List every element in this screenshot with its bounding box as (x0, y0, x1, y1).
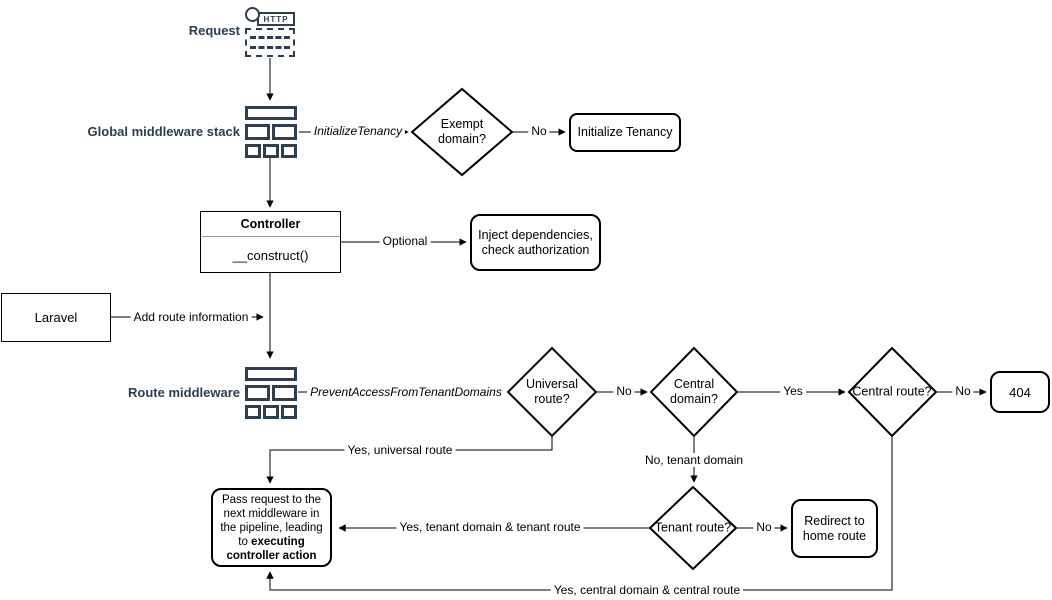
edge-label-initialize-tenancy: InitializeTenancy (310, 124, 406, 138)
middleware-icon-row (245, 367, 297, 381)
middleware-block-icon (281, 144, 297, 158)
middleware-block-icon (272, 385, 297, 401)
middleware-block-icon (245, 106, 297, 120)
dashed-line-icon (250, 45, 290, 49)
edge-label-yes-universal: Yes, universal route (344, 443, 456, 457)
not-found-404-box: 404 (990, 371, 1050, 413)
edge-label-yes-central: Yes, central domain & central route (550, 583, 744, 597)
http-request-icon: HTTP (244, 7, 296, 57)
middleware-block-icon (245, 367, 297, 381)
edge-label-no-central-route: No (952, 384, 974, 398)
middleware-icon-row (245, 124, 297, 140)
central-route-diamond (847, 346, 938, 438)
middleware-icon-row (245, 385, 297, 401)
edge-label-yes-central-domain: Yes (780, 384, 806, 398)
middleware-block-icon (245, 405, 261, 419)
edge-label-yes-tenant: Yes, tenant domain & tenant route (396, 520, 584, 534)
decision-tenant-route: Tenant route? (654, 520, 732, 535)
middleware-block-icon (245, 385, 270, 401)
global-middleware-label: Global middleware stack (87, 124, 240, 139)
decision-universal-route: Universal route? (525, 377, 579, 406)
edge-label-no-exempt: No (528, 124, 550, 138)
http-request-body-icon (245, 28, 295, 57)
pass-request-text-bold: executing controller action (226, 535, 317, 562)
request-label: Request (188, 23, 240, 38)
middleware-block-icon (281, 405, 297, 419)
decision-central-domain: Central domain? (670, 377, 718, 406)
edge-label-optional: Optional (379, 234, 431, 248)
dashed-line-icon (250, 36, 290, 40)
exempt-domain-diamond (410, 87, 514, 177)
middleware-block-icon (272, 124, 297, 140)
route-middleware-stack-icon (245, 367, 297, 419)
decision-central-route: Central route? (852, 384, 932, 399)
controller-box: Controller __construct() (200, 211, 341, 273)
inject-dependencies-box: Inject dependencies, check authorization (470, 214, 601, 271)
middleware-block-icon (263, 144, 279, 158)
laravel-box: Laravel (1, 293, 111, 342)
controller-construct-method: __construct() (232, 247, 309, 263)
decision-exempt-domain: Exempt domain? (438, 117, 486, 146)
tenant-route-diamond (648, 485, 738, 571)
pass-request-text: Pass request to the next middleware in t… (217, 493, 326, 563)
http-request-circle-icon (245, 7, 260, 22)
universal-route-diamond (506, 346, 598, 438)
controller-title: Controller (201, 212, 340, 237)
http-protocol-label: HTTP (257, 12, 295, 26)
edge-label-add-route-info: Add route information (130, 310, 252, 324)
middleware-block-icon (245, 124, 270, 140)
pass-request-box: Pass request to the next middleware in t… (211, 488, 332, 567)
route-middleware-label: Route middleware (128, 385, 240, 400)
global-middleware-stack-icon (245, 106, 297, 158)
middleware-icon-row (245, 106, 297, 120)
central-domain-diamond (649, 346, 739, 438)
middleware-icon-row (245, 405, 297, 419)
edge-label-no-tenant-domain: No, tenant domain (641, 453, 747, 467)
pass-request-text-normal: Pass request to the next middleware in t… (220, 493, 323, 548)
middleware-icon-row (245, 144, 297, 158)
middleware-block-icon (245, 144, 261, 158)
middleware-block-icon (263, 405, 279, 419)
edge-label-no-universal: No (613, 384, 635, 398)
edge-label-no-tenant-route: No (753, 520, 775, 534)
initialize-tenancy-box: Initialize Tenancy (569, 113, 681, 152)
decision-shapes (410, 87, 938, 571)
edge-label-prevent-access: PreventAccessFromTenantDomains (307, 385, 505, 399)
redirect-home-box: Redirect to home route (791, 499, 878, 558)
